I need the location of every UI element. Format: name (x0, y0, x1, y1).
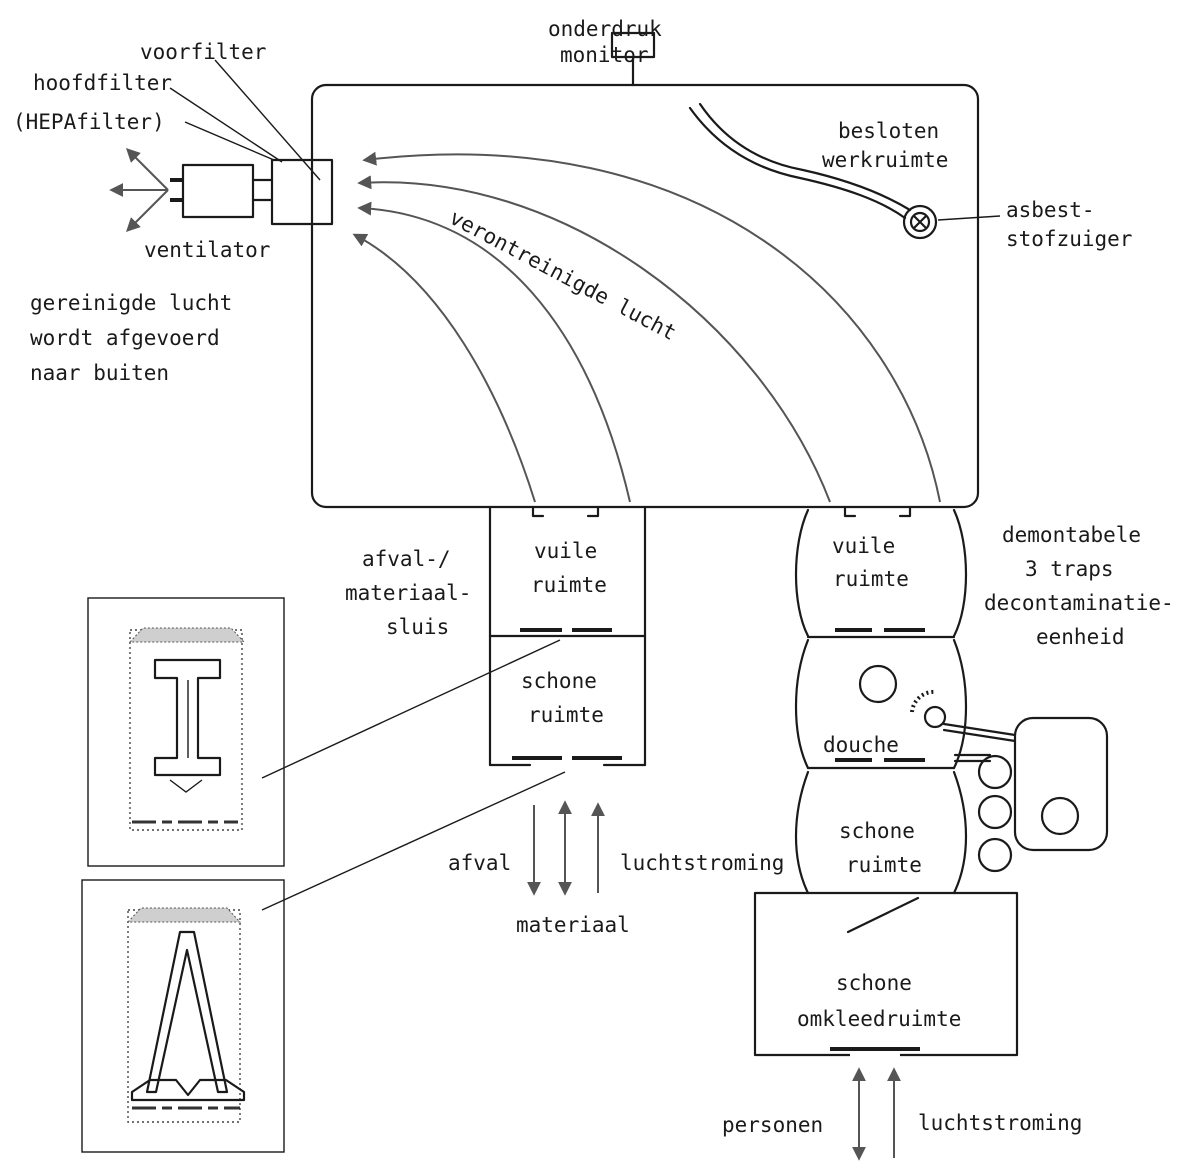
tapered-beam-icon (145, 930, 229, 1094)
pressure-monitor: onderdruk monitor (548, 17, 662, 87)
exhaust-note-1: gereinigde lucht (30, 291, 232, 315)
exhaust-arrow-down (126, 189, 169, 232)
filter-canister-1 (977, 754, 1013, 790)
material-lock-label-1: afval-/ (362, 547, 451, 571)
contaminated-air-label: verontreinigde lucht (446, 205, 681, 345)
i-beam-icon (153, 658, 222, 777)
decontamination-unit: vuile ruimte douche schone ruimte schone… (753, 505, 1174, 1058)
vacuum-label-2: stofzuiger (1006, 227, 1132, 251)
enclosed-work-area: besloten werkruimte (310, 83, 980, 509)
inset-tapered-section (81, 771, 566, 1153)
water-heater (1013, 716, 1109, 852)
decon-clean-label-2: ruimte (846, 853, 922, 877)
material-lock-label-3: sluis (386, 615, 449, 639)
vacuum-icon (902, 204, 938, 240)
waste-label: afval (448, 851, 511, 875)
exhaust-arrow-up (126, 148, 169, 191)
personnel-flow-arrows: personen luchtstroming (722, 1067, 1082, 1161)
filter-canister-3 (977, 837, 1013, 873)
monitor-label-1: onderdruk (548, 17, 662, 41)
changing-room-label-1: schone (836, 971, 912, 995)
main-filter-label-1: hoofdfilter (33, 71, 172, 95)
material-lock: vuile ruimte schone ruimte afval-/ mater… (345, 505, 647, 767)
persons-label: personen (722, 1113, 823, 1137)
decon-dirty-label-2: ruimte (833, 567, 909, 591)
airflow-label: luchtstroming (620, 851, 784, 875)
work-area-label-1: besloten (838, 119, 939, 143)
decon-unit-label-2: 3 traps (1025, 557, 1114, 581)
lock-clean-label-2: ruimte (528, 703, 604, 727)
asbestos-vacuum: asbest- stofzuiger (688, 102, 1132, 251)
main-filter-box (181, 163, 255, 219)
inset-beam-section (87, 597, 561, 867)
prefilter-label: voorfilter (140, 40, 266, 64)
decon-dirty-label-1: vuile (832, 534, 895, 558)
changing-room-label-2: omkleedruimte (797, 1007, 961, 1031)
lock-clean-label-1: schone (521, 669, 597, 693)
filter-canister-2 (977, 794, 1013, 830)
shower-head-icon (923, 705, 947, 729)
decon-unit-label-3: decontaminatie- (984, 591, 1174, 615)
exhaust-note-3: naar buiten (30, 361, 169, 385)
airflow-bottom-label: luchtstroming (918, 1111, 1082, 1135)
decon-clean-label-1: schone (839, 819, 915, 843)
contaminated-airflow: verontreinigde lucht (352, 151, 941, 503)
vacuum-label-1: asbest- (1006, 198, 1095, 222)
material-flow-arrows: afval materiaal luchtstroming (448, 800, 784, 937)
decon-unit-label-4: eenheid (1036, 625, 1125, 649)
lock-dirty-label-2: ruimte (531, 573, 607, 597)
material-label: materiaal (516, 913, 630, 937)
filter-unit: voorfilter hoofdfilter (HEPAfilter) vent… (13, 40, 334, 262)
shower-drain (858, 664, 898, 704)
work-area-label-2: werkruimte (822, 148, 948, 172)
prefilter-box (270, 158, 334, 226)
monitor-label-2: monitor (560, 43, 649, 67)
fan-label: ventilator (144, 238, 270, 262)
shower-label: douche (823, 733, 899, 757)
decon-unit-label-1: demontabele (1002, 523, 1141, 547)
lock-dirty-label-1: vuile (534, 539, 597, 563)
main-filter-label-2: (HEPAfilter) (13, 110, 165, 134)
exhaust-note-2: wordt afgevoerd (30, 326, 220, 350)
material-lock-label-2: materiaal- (345, 581, 471, 605)
